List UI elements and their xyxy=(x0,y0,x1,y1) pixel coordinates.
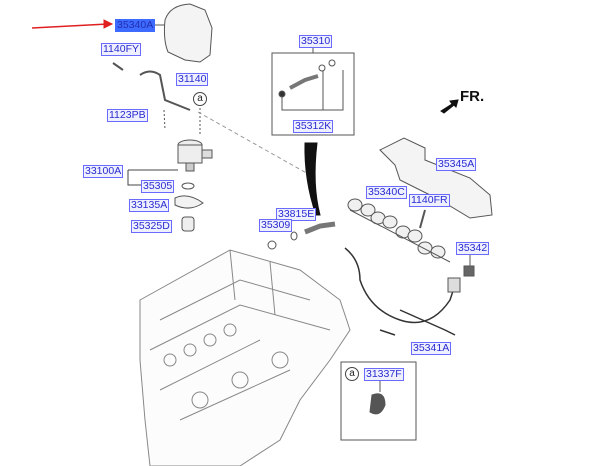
gasket-part xyxy=(174,195,204,209)
front-direction-label: FR. xyxy=(460,88,485,105)
injector-part xyxy=(304,221,336,235)
fuel-pipe-part xyxy=(112,62,191,111)
clip-part xyxy=(267,240,277,250)
part-label-1140FY[interactable]: 1140FY xyxy=(101,43,141,56)
o-ring-part xyxy=(181,182,195,190)
part-label-35342[interactable]: 35342 xyxy=(456,242,490,255)
front-direction-arrow xyxy=(440,99,459,114)
pressure-sensor-part xyxy=(463,265,475,277)
part-label-31337F[interactable]: 31337F xyxy=(364,368,404,381)
part-label-31140[interactable]: 31140 xyxy=(176,73,209,86)
engine-block-part xyxy=(139,249,351,466)
reference-marker-a-detail: a xyxy=(345,367,359,381)
part-label-33135A[interactable]: 33135A xyxy=(129,199,170,212)
fuel-rail-part xyxy=(347,198,451,263)
part-label-33100A[interactable]: 33100A xyxy=(83,165,124,178)
reference-marker-a: a xyxy=(193,92,207,106)
part-label-35340A[interactable]: 35340A xyxy=(115,19,156,32)
detail-box-a xyxy=(340,361,417,441)
engine-cover-part xyxy=(163,3,213,63)
tappet-part xyxy=(181,216,195,232)
part-label-35312K[interactable]: 35312K xyxy=(293,120,334,133)
rail-cover-part xyxy=(379,137,493,219)
part-label-1140FR[interactable]: 1140FR xyxy=(409,194,450,207)
bracket-part xyxy=(369,393,386,415)
wiring-harness-part xyxy=(344,247,456,336)
part-label-35310[interactable]: 35310 xyxy=(299,35,333,48)
part-label-33815E[interactable]: 33815E xyxy=(276,208,317,221)
part-label-1123PB[interactable]: 1123PB xyxy=(107,109,148,122)
part-label-35340C[interactable]: 35340C xyxy=(366,186,407,199)
fuel-pump-part xyxy=(177,139,213,172)
part-label-35305[interactable]: 35305 xyxy=(141,180,175,193)
part-label-35309[interactable]: 35309 xyxy=(259,219,293,232)
detail-pointer xyxy=(304,142,321,216)
part-label-35345A[interactable]: 35345A xyxy=(436,158,477,171)
part-label-35325D[interactable]: 35325D xyxy=(131,220,172,233)
part-label-35341A[interactable]: 35341A xyxy=(411,342,452,355)
red-pointer-arrow xyxy=(31,19,114,29)
